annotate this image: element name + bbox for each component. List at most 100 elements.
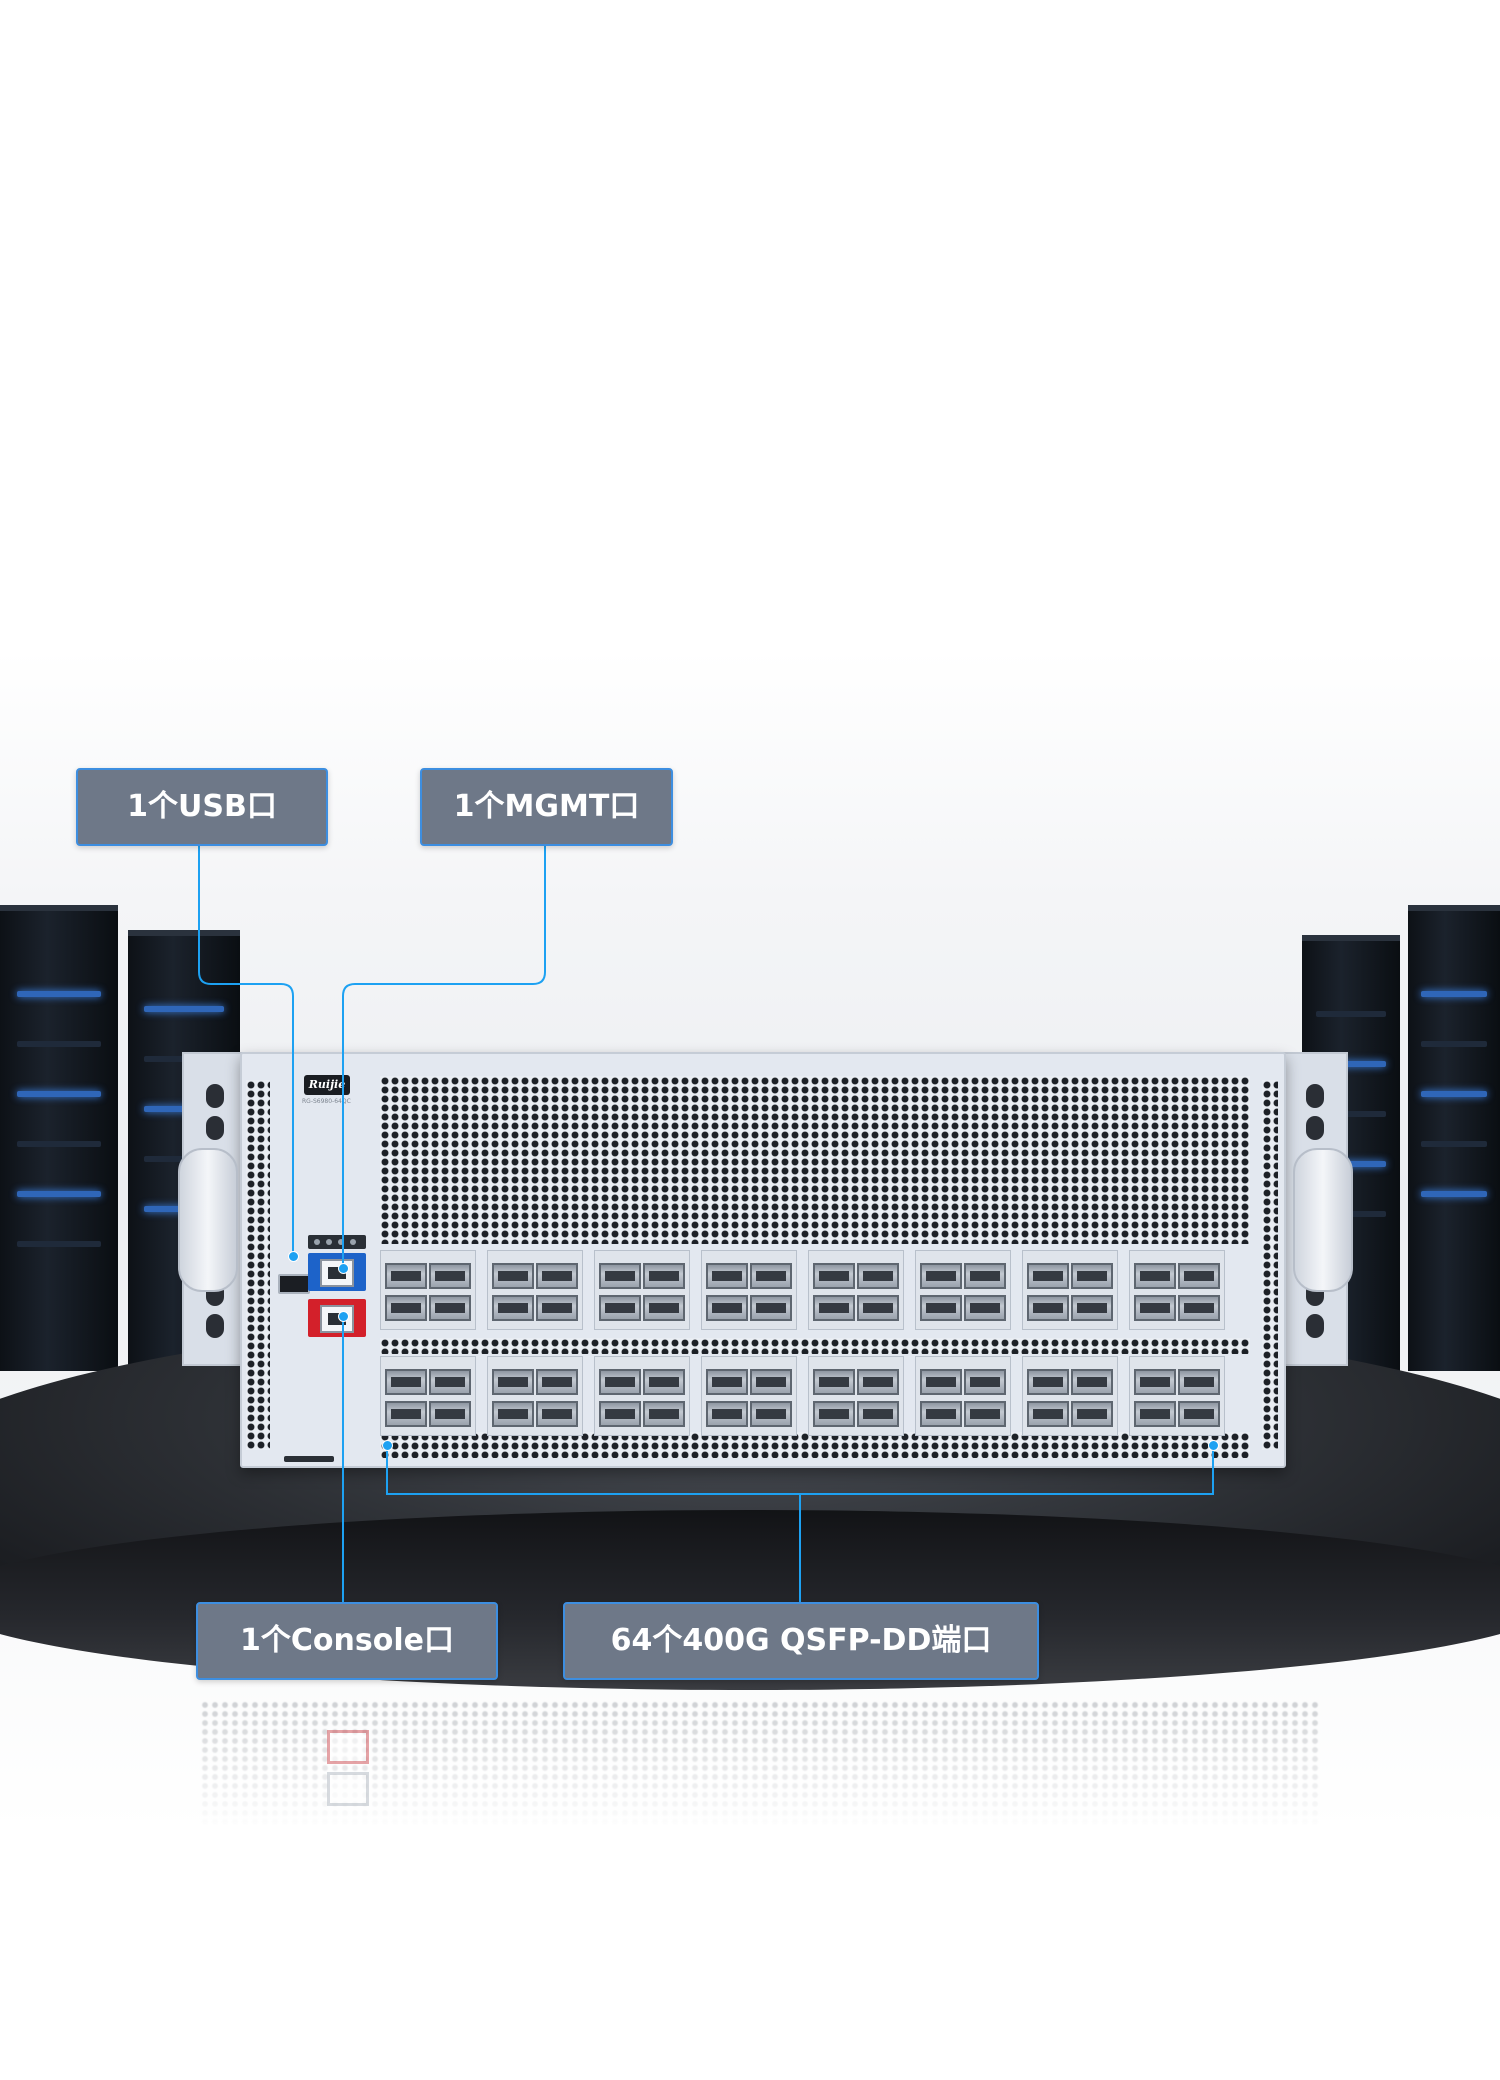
qsfp-bracket-line (386, 1445, 1214, 1495)
status-led-strip (308, 1235, 366, 1249)
qsfp-dd-port (750, 1369, 792, 1395)
mgmt-rj45-jack (320, 1259, 354, 1287)
qsfp-dd-port (1027, 1295, 1069, 1321)
qsfp-dd-port (536, 1369, 578, 1395)
qsfp-dd-port (1134, 1369, 1176, 1395)
qsfp-cage (380, 1356, 476, 1436)
bottom-whitespace (0, 1830, 1500, 2080)
qsfp-dd-port (964, 1401, 1006, 1427)
qsfp-cage (701, 1356, 797, 1436)
qsfp-dd-port (599, 1263, 641, 1289)
qsfp-dd-port (1027, 1401, 1069, 1427)
qsfp-dd-port (813, 1295, 855, 1321)
qsfp-dd-port (920, 1369, 962, 1395)
qsfp-dd-port (1134, 1295, 1176, 1321)
qsfp-dd-port (429, 1295, 471, 1321)
qsfp-dd-port (1027, 1263, 1069, 1289)
qsfp-anchor-dot-left (382, 1440, 393, 1451)
qsfp-cage (487, 1356, 583, 1436)
reflection-console-port (327, 1772, 369, 1806)
qsfp-cage (915, 1250, 1011, 1330)
mgmt-leader-line (342, 846, 546, 1268)
qsfp-dd-port-array (380, 1250, 1240, 1440)
qsfp-callout: 64个400G QSFP-DD端口 (563, 1602, 1039, 1680)
leader-lines (198, 846, 1214, 1602)
qsfp-dd-port (706, 1295, 748, 1321)
qsfp-dd-port (1027, 1369, 1069, 1395)
qsfp-cage (1022, 1356, 1118, 1436)
vent-grille-right (1262, 1080, 1278, 1450)
qsfp-dd-port (964, 1295, 1006, 1321)
qsfp-dd-port (1178, 1295, 1220, 1321)
usb-leader-line (198, 846, 294, 1256)
qsfp-dd-port (1071, 1295, 1113, 1321)
qsfp-dd-port (857, 1369, 899, 1395)
qsfp-dd-port (643, 1263, 685, 1289)
qsfp-dd-port (706, 1401, 748, 1427)
qsfp-cage (594, 1356, 690, 1436)
model-label: RG-S6980-64QC (302, 1098, 351, 1105)
qsfp-dd-port (599, 1369, 641, 1395)
qsfp-dd-port (599, 1295, 641, 1321)
qsfp-dd-port (492, 1401, 534, 1427)
qsfp-dd-port (643, 1401, 685, 1427)
qsfp-dd-port (813, 1401, 855, 1427)
qsfp-dd-port (1071, 1369, 1113, 1395)
qsfp-dd-port (1071, 1401, 1113, 1427)
qsfp-dd-port (599, 1401, 641, 1427)
qsfp-dd-port (1178, 1401, 1220, 1427)
server-rack-right-2 (1408, 905, 1500, 1371)
qsfp-dd-port (385, 1401, 427, 1427)
qsfp-dd-port (1178, 1369, 1220, 1395)
server-rack-left-1 (0, 905, 118, 1371)
qsfp-dd-port (385, 1263, 427, 1289)
qsfp-dd-port (429, 1401, 471, 1427)
qsfp-cage (594, 1250, 690, 1330)
console-anchor-dot (338, 1311, 349, 1322)
usb-anchor-dot (288, 1251, 299, 1262)
qsfp-dd-port (706, 1263, 748, 1289)
qsfp-cage (380, 1250, 476, 1330)
qsfp-dd-port (750, 1401, 792, 1427)
qsfp-dd-port (857, 1263, 899, 1289)
qsfp-dd-port (920, 1263, 962, 1289)
qsfp-dd-port (1134, 1263, 1176, 1289)
qsfp-cage (1129, 1250, 1225, 1330)
product-scene: Ruijie RG-S6980-64QC 1个USB口 1个MGMT口 1个Co… (0, 0, 1500, 1830)
mgmt-callout: 1个MGMT口 (420, 768, 673, 846)
qsfp-dd-port (920, 1401, 962, 1427)
qsfp-dd-port (857, 1401, 899, 1427)
qsfp-dd-port (920, 1295, 962, 1321)
qsfp-dd-port (964, 1263, 1006, 1289)
qsfp-dd-port (536, 1295, 578, 1321)
mgmt-anchor-dot (338, 1263, 349, 1274)
qsfp-dd-port (1178, 1263, 1220, 1289)
qsfp-dd-port (706, 1369, 748, 1395)
qsfp-dd-port (536, 1401, 578, 1427)
qsfp-dd-port (964, 1369, 1006, 1395)
handle-right (1293, 1148, 1353, 1292)
qsfp-dd-port (492, 1369, 534, 1395)
vent-grille-left (246, 1080, 270, 1450)
qsfp-dd-port (643, 1369, 685, 1395)
qsfp-dd-port (429, 1369, 471, 1395)
qsfp-dd-port (536, 1263, 578, 1289)
vent-grille-bottom (380, 1432, 1250, 1458)
qsfp-cage (1022, 1250, 1118, 1330)
vent-grille-middle (380, 1338, 1250, 1354)
pull-tab (284, 1456, 334, 1462)
console-port (308, 1299, 366, 1337)
vent-grille-top (380, 1076, 1250, 1244)
qsfp-dd-port (813, 1369, 855, 1395)
qsfp-dd-port (750, 1295, 792, 1321)
qsfp-cage (487, 1250, 583, 1330)
brand-logo: Ruijie (304, 1075, 350, 1095)
qsfp-dd-port (492, 1295, 534, 1321)
qsfp-cage (808, 1250, 904, 1330)
qsfp-dd-port (1071, 1263, 1113, 1289)
qsfp-dd-port (385, 1369, 427, 1395)
qsfp-dd-port (813, 1263, 855, 1289)
qsfp-anchor-dot-right (1208, 1440, 1219, 1451)
qsfp-cage (808, 1356, 904, 1436)
qsfp-cage (1129, 1356, 1225, 1436)
